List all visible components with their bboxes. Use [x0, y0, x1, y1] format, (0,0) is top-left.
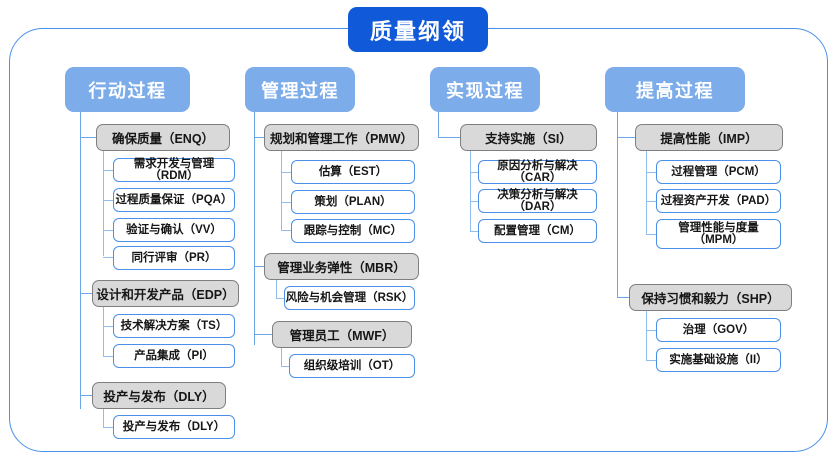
connector-leaf-stub-dar [470, 201, 480, 203]
connector-subtrunk-dly [103, 409, 105, 427]
group-box-pmw[interactable]: 规划和管理工作（PMW） [264, 124, 419, 151]
diagram-title: 质量纲领 [348, 7, 488, 52]
connector-leaf-stub-pcm [646, 172, 658, 174]
leaf-box-pi[interactable]: 产品集成（PI） [113, 344, 235, 368]
group-box-mbr[interactable]: 管理业务弹性（MBR） [264, 253, 419, 280]
connector-stub-enq [80, 137, 96, 139]
leaf-box-ii[interactable]: 实施基础设施（II） [656, 348, 781, 372]
connector-leaf-stub-pi [103, 356, 115, 358]
connector-leaf-stub-rsk [276, 298, 286, 300]
connector-stub-mwf [254, 334, 272, 336]
connector-leaf-stub-mpm [646, 234, 658, 236]
group-box-enq[interactable]: 确保质量（ENQ） [96, 124, 230, 151]
leaf-box-dly[interactable]: 投产与发布（DLY） [113, 415, 235, 439]
connector-subtrunk-si [470, 151, 472, 231]
connector-leaf-stub-ot [281, 366, 291, 368]
connector-stub-imp [617, 137, 635, 139]
connector-leaf-stub-mc [281, 230, 293, 232]
leaf-box-ts[interactable]: 技术解决方案（TS） [113, 314, 235, 338]
leaf-box-pqa[interactable]: 过程质量保证（PQA） [113, 188, 235, 212]
leaf-box-mpm[interactable]: 管理性能与度量 （MPM） [656, 219, 781, 249]
leaf-box-rsk[interactable]: 风险与机会管理（RSK） [284, 286, 415, 310]
leaf-box-pcm[interactable]: 过程管理（PCM） [656, 160, 781, 184]
connector-leaf-stub-pr [103, 257, 115, 259]
connector-leaf-stub-car [470, 172, 480, 174]
connector-leaf-stub-cm [470, 231, 480, 233]
connector-subtrunk-enq [103, 151, 105, 256]
connector-leaf-stub-dly [103, 427, 115, 429]
connector-stub-mbr [254, 266, 264, 268]
leaf-box-ot[interactable]: 组织级培训（OT） [289, 354, 415, 378]
connector-subtrunk-mbr [276, 280, 278, 298]
connector-leaf-stub-pad [646, 201, 658, 203]
connector-subtrunk-imp [646, 151, 648, 234]
leaf-box-cm[interactable]: 配置管理（CM） [478, 219, 597, 243]
connector-leaf-stub-ts [103, 326, 115, 328]
connector-trunk-col4 [617, 112, 619, 298]
leaf-box-rdm[interactable]: 需求开发与管理（RDM） [113, 158, 235, 182]
leaf-box-plan[interactable]: 策划（PLAN） [291, 190, 415, 214]
category-header-implement[interactable]: 实现过程 [430, 67, 540, 112]
leaf-box-mc[interactable]: 跟踪与控制（MC） [291, 219, 415, 243]
leaf-box-pr[interactable]: 同行评审（PR） [113, 246, 235, 270]
connector-stub-shp [617, 297, 629, 299]
connector-subtrunk-pmw [281, 151, 283, 230]
group-box-imp[interactable]: 提高性能（IMP） [635, 124, 783, 151]
group-box-si[interactable]: 支持实施（SI） [460, 124, 597, 151]
connector-subtrunk-shp [646, 311, 648, 360]
category-header-action[interactable]: 行动过程 [65, 67, 190, 112]
connector-subtrunk-mwf [281, 348, 283, 366]
connector-trunk-col1 [80, 112, 82, 409]
category-header-manage[interactable]: 管理过程 [245, 67, 355, 112]
connector-subtrunk-edp [103, 307, 105, 356]
group-box-shp[interactable]: 保持习惯和毅力（SHP） [629, 284, 792, 311]
connector-leaf-stub-rdm [103, 170, 115, 172]
connector-leaf-stub-pqa [103, 200, 115, 202]
group-box-edp[interactable]: 设计和开发产品（EDP） [92, 280, 239, 307]
leaf-box-vv[interactable]: 验证与确认（VV） [113, 218, 235, 242]
connector-leaf-stub-vv [103, 230, 115, 232]
group-box-dly[interactable]: 投产与发布（DLY） [92, 382, 226, 409]
category-header-improve[interactable]: 提高过程 [605, 67, 745, 112]
connector-stub-dly [80, 395, 92, 397]
connector-stub-si [438, 137, 460, 139]
leaf-box-car[interactable]: 原因分析与解决（CAR） [478, 160, 597, 184]
connector-stub-pmw [254, 137, 264, 139]
connector-stub-edp [80, 293, 92, 295]
group-box-mwf[interactable]: 管理员工（MWF） [272, 321, 412, 348]
leaf-box-pad[interactable]: 过程资产开发（PAD） [656, 189, 781, 213]
connector-leaf-stub-ii [646, 360, 658, 362]
connector-leaf-stub-est [281, 172, 293, 174]
leaf-box-est[interactable]: 估算（EST） [291, 160, 415, 184]
connector-leaf-stub-plan [281, 202, 293, 204]
leaf-box-gov[interactable]: 治理（GOV） [656, 318, 781, 342]
connector-leaf-stub-gov [646, 330, 658, 332]
leaf-box-dar[interactable]: 决策分析与解决（DAR） [478, 189, 597, 213]
connector-trunk-col3 [438, 112, 440, 137]
connector-trunk-col2 [254, 112, 256, 345]
